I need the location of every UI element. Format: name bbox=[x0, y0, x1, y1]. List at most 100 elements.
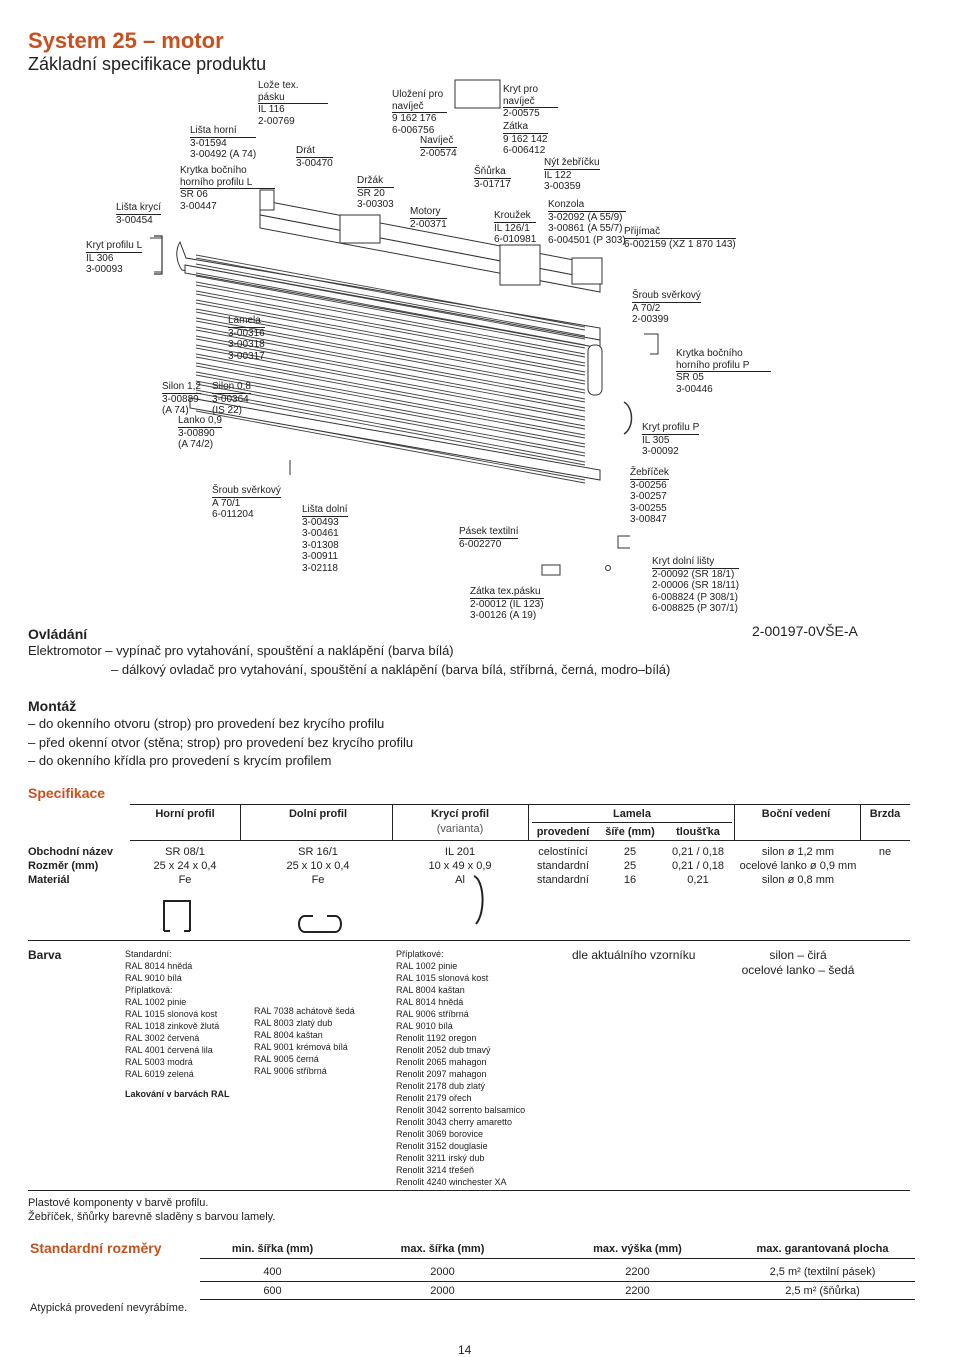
spec-header-lamela: Lamela bbox=[613, 808, 651, 820]
callout-motory: Motory 2-00371 bbox=[410, 206, 447, 230]
rozmery-r2-max-plocha: 2,5 m² (šňůrka) bbox=[785, 1285, 860, 1297]
spec-header-brzda: Brzda bbox=[869, 808, 901, 820]
rozmery-heading: Standardní rozměry bbox=[30, 1240, 162, 1256]
slat-line bbox=[195, 263, 586, 340]
rozmery-header-max-sirka: max. šířka (mm) bbox=[400, 1243, 485, 1255]
cover-profile-right-part bbox=[623, 401, 633, 435]
spec-header-kryci-sub: (varianta) bbox=[436, 823, 484, 835]
slat-line bbox=[195, 299, 586, 376]
cover-profile-left-part bbox=[154, 235, 163, 275]
callout-kryt-dolni: Kryt dolní lišty 2-00092 (SR 18/1)2-0000… bbox=[652, 556, 740, 614]
spec-header-dolni: Dolní profil bbox=[288, 808, 348, 820]
montaz-item-3: – do okenního křídla pro provedení s kry… bbox=[28, 753, 332, 768]
rozmery-r2-max-vyska: 2200 bbox=[625, 1285, 650, 1297]
callout-drat: Drát 3-00470 bbox=[296, 145, 333, 169]
profile-kryci-section bbox=[473, 875, 484, 925]
profile-dolni-section bbox=[298, 914, 342, 933]
page-number: 14 bbox=[458, 1343, 472, 1357]
slat-line bbox=[195, 308, 586, 385]
spec-header-bocni: Boční vedení bbox=[761, 808, 831, 820]
page-subtitle: Základní specifikace produktu bbox=[28, 54, 267, 74]
spec-header-tloustka: tloušťka bbox=[676, 826, 720, 838]
ovladani-line-2: – dálkový ovladač pro vytahování, spoušt… bbox=[111, 662, 671, 677]
callout-lanko: Lanko 0,9 3-00890(A 74/2) bbox=[178, 415, 222, 450]
rozmery-r1-max-plocha: 2,5 m² (textilní pásek) bbox=[769, 1266, 876, 1278]
montaz-heading: Montáž bbox=[28, 698, 77, 714]
callout-konzola: Konzola 3-02092 (A 55/9)3-00861 (A 55/7)… bbox=[548, 199, 626, 246]
slat-line bbox=[195, 254, 586, 331]
slat-line bbox=[195, 389, 586, 466]
specifikace-heading: Specifikace bbox=[28, 785, 106, 801]
spec-col-brzda: ne bbox=[878, 846, 892, 858]
spec-header-horni: Horní profil bbox=[155, 808, 215, 820]
rozmery-header-min-sirka: min. šířka (mm) bbox=[231, 1243, 314, 1255]
callout-zatka-tex: Zátka tex.pásku 2-00012 (IL 123)3-00126 … bbox=[470, 586, 544, 621]
profile-horni-section bbox=[163, 900, 191, 932]
rozmery-r1-min-sirka: 400 bbox=[263, 1266, 282, 1278]
slat-line bbox=[195, 290, 586, 367]
barva-notes: Plastové komponenty v barvě profilu.Žebř… bbox=[28, 1197, 276, 1223]
rozmery-r2-min-sirka: 600 bbox=[263, 1285, 282, 1297]
slat-line bbox=[195, 371, 586, 448]
rozmery-note: Atypická provedení nevyrábíme. bbox=[30, 1302, 188, 1314]
callout-lista-kryci: Lišta krycí 3-00454 bbox=[116, 202, 162, 226]
side-cap-right-part bbox=[644, 333, 659, 355]
ovladani-line-1: Elektromotor – vypínač pro vytahování, s… bbox=[28, 643, 454, 658]
montaz-item-2: – před okenní otvor (stěna; strop) pro p… bbox=[28, 735, 414, 750]
slat-line bbox=[195, 326, 586, 403]
spec-header-provedeni: provedení bbox=[536, 826, 590, 838]
callout-pasek: Pásek textilní 6-002270 bbox=[459, 526, 519, 550]
spec-header-kryci: Krycí profil bbox=[430, 808, 490, 820]
rozmery-r1-max-sirka: 2000 bbox=[430, 1266, 455, 1278]
callout-navijec: Navíječ 2-00574 bbox=[420, 135, 457, 159]
slat-line bbox=[195, 335, 586, 412]
callout-kryt-navijec: Kryt pro navíječ 2-00575 bbox=[503, 84, 558, 120]
callout-snurka: Šňůrka 3-01717 bbox=[474, 166, 511, 190]
rozmery-header-max-plocha: max. garantovaná plocha bbox=[756, 1243, 889, 1255]
slat-line bbox=[195, 281, 586, 358]
slat-line bbox=[195, 353, 586, 430]
callout-silon-12: Silon 1,2 3-00889(A 74) bbox=[162, 381, 201, 416]
ovladani-heading: Ovládání bbox=[28, 626, 88, 642]
slat-line bbox=[195, 362, 586, 439]
rozmery-r2-max-sirka: 2000 bbox=[430, 1285, 455, 1297]
rozmery-header-max-vyska: max. výška (mm) bbox=[593, 1243, 682, 1255]
slat-line bbox=[195, 272, 586, 349]
montaz-item-1: – do okenního otvoru (strop) pro provede… bbox=[28, 716, 385, 731]
spec-header-sire: šíře (mm) bbox=[605, 826, 655, 838]
slat-line bbox=[195, 380, 586, 457]
slat-line bbox=[195, 344, 586, 421]
rozmery-r1-max-vyska: 2200 bbox=[625, 1266, 650, 1278]
slat-line bbox=[195, 317, 586, 394]
blind-exploded-diagram bbox=[150, 79, 630, 576]
page-title: System 25 – motor bbox=[28, 28, 224, 53]
callout-silon-08: Silon 0,8 3-00364(IS 22) bbox=[212, 381, 251, 416]
